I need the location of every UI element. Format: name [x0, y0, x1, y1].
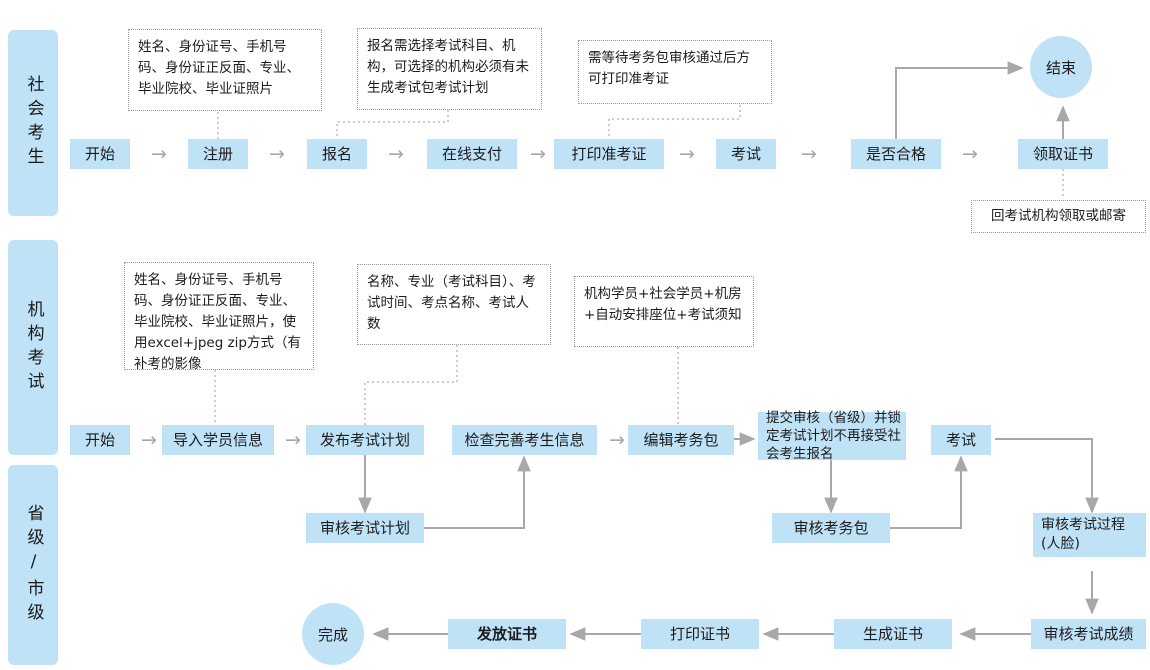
note-printcard: 需等待考务包审核通过后方可打印准考证: [578, 40, 772, 104]
wire-auditpack-to-exam2: [890, 455, 968, 529]
node-label: 是否合格: [865, 144, 926, 163]
arrow-right-icon: →: [141, 428, 157, 451]
leader-note-printcard: [608, 105, 741, 139]
node-label: 注册: [202, 144, 233, 163]
node-audit-exam-plan[interactable]: 审核考试计划: [306, 513, 424, 543]
node-label: 审核考试成绩: [1043, 624, 1134, 643]
node-print-certificate[interactable]: 打印证书: [641, 619, 759, 649]
note-edit-exam-package: 机构学员+社会学员+机房+自动安排座位+考试须知: [574, 276, 754, 347]
node-label: 发放证书: [476, 624, 537, 643]
note-publish-plan: 名称、专业（考试科目）、考试时间、考点名称、考试人数: [357, 264, 551, 345]
note-import-students: 姓名、身份证号、手机号码、身份证正反面、专业、毕业院校、毕业证照片，使用exce…: [124, 262, 314, 372]
note-text: 姓名、身份证号、手机号码、身份证正反面、专业、毕业院校、毕业证照片: [138, 39, 300, 97]
node-label: 检查完善考生信息: [464, 430, 585, 449]
node-is-qualified[interactable]: 是否合格: [851, 139, 941, 169]
note-text: 需等待考务包审核通过后方可打印准考证: [588, 50, 750, 87]
lane-label: 社会考生: [23, 75, 44, 171]
node-collect-certificate[interactable]: 领取证书: [1018, 139, 1108, 169]
note-text: 报名需选择考试科目、机构，可选择的机构必须有未生成考试包考试计划: [367, 38, 529, 96]
terminator-label: 完成: [317, 625, 348, 644]
node-label: 导入学员信息: [172, 430, 263, 449]
node-exam-social[interactable]: 考试: [716, 139, 776, 169]
wire-exam2-to-auditproc: [995, 438, 1099, 514]
node-label: 报名: [321, 144, 352, 163]
node-label: 考试: [945, 430, 976, 449]
node-audit-exam-process[interactable]: 审核考试过程(人脸): [1033, 513, 1146, 557]
lane-province-city: 省级/市级: [8, 465, 58, 665]
note-signup: 报名需选择考试科目、机构，可选择的机构必须有未生成考试包考试计划: [357, 28, 542, 110]
node-label: 发布考试计划: [319, 430, 410, 449]
node-label: 提交审核（省级）并锁定考试计划不再接受社会考生报名: [766, 409, 901, 463]
node-signup[interactable]: 报名: [307, 139, 367, 169]
terminator-label: 结束: [1045, 58, 1076, 77]
node-exam-org[interactable]: 考试: [931, 425, 991, 455]
node-check-candidate-info[interactable]: 检查完善考生信息: [452, 425, 597, 455]
node-start-org[interactable]: 开始: [70, 425, 130, 455]
node-label: 审核考试过程(人脸): [1041, 517, 1125, 552]
lane-social-candidates: 社会考生: [8, 30, 58, 216]
node-label: 编辑考务包: [643, 430, 719, 449]
node-import-student-info[interactable]: 导入学员信息: [162, 425, 274, 455]
note-text: 回考试机构领取或邮寄: [991, 208, 1126, 225]
node-issue-certificate[interactable]: 发放证书: [448, 619, 566, 649]
arrow-right-icon: →: [679, 142, 695, 165]
note-register: 姓名、身份证号、手机号码、身份证正反面、专业、毕业院校、毕业证照片: [128, 29, 322, 111]
arrow-right-icon: →: [530, 142, 546, 165]
node-label: 生成证书: [862, 624, 923, 643]
node-label: 审核考试计划: [319, 518, 410, 537]
lane-label: 机构考试: [23, 299, 44, 396]
arrow-right-icon: →: [269, 142, 285, 165]
node-audit-exam-score[interactable]: 审核考试成绩: [1031, 619, 1146, 649]
arrow-right-icon: →: [962, 142, 978, 165]
node-label: 在线支付: [441, 144, 502, 163]
leader-note-publishplan: [364, 345, 458, 425]
node-label: 打印证书: [669, 624, 730, 643]
leader-note-signup: [336, 110, 449, 139]
note-text: 名称、专业（考试科目）、考试时间、考点名称、考试人数: [367, 274, 536, 332]
wire-pass-to-end: [895, 61, 1024, 139]
node-label: 打印准考证: [571, 144, 647, 163]
arrow-right-icon: →: [388, 142, 404, 165]
note-text: 姓名、身份证号、手机号码、身份证正反面、专业、毕业院校、毕业证照片，使用exce…: [134, 272, 302, 372]
note-text: 机构学员+社会学员+机房+自动安排座位+考试须知: [584, 286, 742, 323]
node-generate-certificate[interactable]: 生成证书: [834, 619, 952, 649]
node-start-social[interactable]: 开始: [70, 139, 130, 169]
node-online-payment[interactable]: 在线支付: [427, 139, 517, 169]
node-edit-exam-package[interactable]: 编辑考务包: [628, 425, 734, 455]
node-label: 领取证书: [1032, 144, 1093, 163]
node-audit-exam-package[interactable]: 审核考务包: [772, 513, 890, 543]
terminator-done[interactable]: 完成: [302, 603, 364, 665]
note-getcert: 回考试机构领取或邮寄: [971, 200, 1146, 233]
arrow-right-icon: →: [801, 142, 817, 165]
node-label: 审核考务包: [793, 518, 869, 537]
lane-organization-exam: 机构考试: [8, 240, 58, 455]
node-submit-audit-province[interactable]: 提交审核（省级）并锁定考试计划不再接受社会考生报名: [758, 410, 906, 462]
arrow-right-icon: →: [609, 428, 625, 451]
node-publish-exam-plan[interactable]: 发布考试计划: [306, 425, 424, 455]
wire-auditplan-to-checkinfo: [424, 455, 531, 529]
node-register[interactable]: 注册: [188, 139, 248, 169]
arrow-right-icon: →: [151, 142, 167, 165]
terminator-end[interactable]: 结束: [1030, 36, 1092, 98]
node-label: 开始: [84, 144, 115, 163]
lane-label: 省级/市级: [23, 503, 44, 627]
node-label: 开始: [84, 430, 115, 449]
node-label: 考试: [730, 144, 761, 163]
arrow-right-icon: →: [285, 428, 301, 451]
node-print-admission-ticket[interactable]: 打印准考证: [554, 139, 664, 169]
